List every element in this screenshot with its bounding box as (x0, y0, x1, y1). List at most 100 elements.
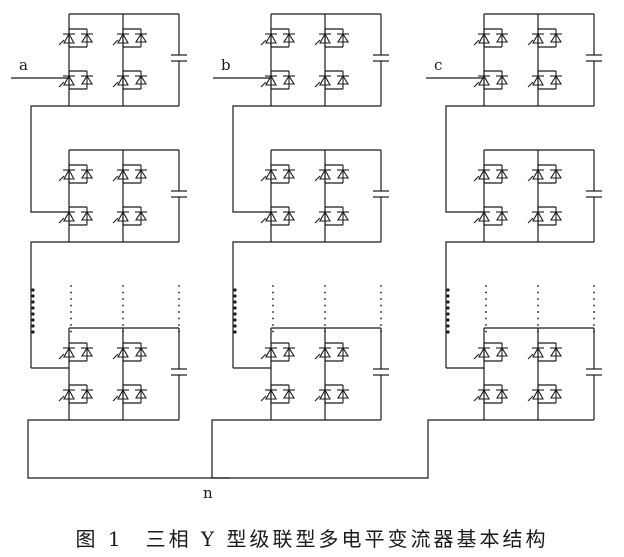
ellipsis-dot (380, 330, 382, 333)
ellipsis-dot (485, 324, 487, 326)
ellipsis-dot (233, 330, 237, 334)
ellipsis-dot (446, 324, 450, 328)
ellipsis-dot (537, 317, 539, 320)
igbt-switch (260, 206, 295, 226)
gate-line (260, 217, 267, 224)
ellipsis-dot (272, 298, 274, 300)
figure-title: 三相 Y 型级联型多电平变流器基本结构 (145, 527, 549, 551)
ellipsis-dot (380, 285, 382, 287)
ellipsis-dot (380, 324, 382, 326)
h-bridge-cell (473, 327, 602, 421)
igbt-switch (473, 70, 508, 90)
igbt-switch (314, 164, 349, 184)
ellipsis-dot (537, 291, 539, 294)
figure-number: 图 1 (75, 527, 124, 551)
ellipsis-dot (537, 304, 539, 307)
cell-link-wire (30, 241, 69, 368)
ellipsis-dot (122, 317, 124, 320)
transistor-symbol (478, 74, 490, 86)
gate-line (58, 353, 65, 360)
cell-link-wire (445, 241, 484, 368)
ellipsis-dot (446, 288, 450, 292)
ellipsis-dot (70, 324, 72, 326)
neutral-wire (211, 419, 271, 478)
gate-line (58, 39, 65, 46)
transistor-symbol (478, 32, 490, 44)
diode-symbol (135, 210, 147, 221)
gate-line (314, 175, 321, 182)
gate-line (527, 395, 534, 402)
diode-symbol (283, 32, 295, 43)
ellipsis-dot (70, 285, 72, 287)
ellipsis-dot (233, 288, 237, 292)
dc-capacitor (373, 54, 389, 62)
ellipsis-dot (537, 298, 539, 300)
ellipsis-dot (446, 300, 450, 304)
igbt-switch (112, 342, 147, 362)
transistor-symbol (319, 388, 331, 400)
igbt-switch (314, 342, 349, 362)
transistor-symbol (478, 210, 490, 222)
dc-capacitor (373, 368, 389, 376)
gate-line (473, 395, 480, 402)
gate-line (527, 217, 534, 224)
diode-symbol (496, 74, 508, 85)
ellipsis-dot (178, 317, 180, 320)
diode-symbol (337, 168, 349, 179)
transistor-symbol (117, 168, 129, 180)
ellipsis-dot (70, 317, 72, 320)
diode-symbol (283, 168, 295, 179)
ellipsis-dot (233, 312, 237, 316)
igbt-switch (58, 164, 93, 184)
ellipsis-dot (446, 294, 450, 298)
ellipsis-dot (593, 324, 595, 326)
ellipsis-dot (272, 317, 274, 320)
transistor-symbol (63, 32, 75, 44)
ellipsis-dot (593, 285, 595, 287)
diode-symbol (496, 388, 508, 399)
neutral-wire (212, 419, 484, 479)
ellipsis-dot (122, 298, 124, 300)
transistor-symbol (532, 32, 544, 44)
ellipsis-dot (233, 294, 237, 298)
igbt-switch (473, 206, 508, 226)
igbt-switch (527, 70, 562, 90)
ellipsis-dot (31, 318, 35, 322)
ellipsis-dot (70, 304, 72, 307)
gate-line (473, 217, 480, 224)
dc-capacitor (586, 190, 602, 198)
ellipsis-dot (324, 317, 326, 320)
ellipsis-dot (70, 298, 72, 300)
igbt-switch (473, 164, 508, 184)
diode-symbol (550, 388, 562, 399)
ellipsis-dot (122, 291, 124, 294)
gate-line (314, 81, 321, 88)
gate-line (112, 353, 119, 360)
transistor-symbol (265, 388, 277, 400)
transistor-symbol (319, 210, 331, 222)
diode-symbol (550, 346, 562, 357)
gate-line (527, 81, 534, 88)
gate-line (112, 395, 119, 402)
ellipsis-dot (593, 291, 595, 294)
gate-line (58, 217, 65, 224)
ellipsis-dot (272, 311, 274, 313)
ellipsis-dot (233, 318, 237, 322)
igbt-switch (260, 164, 295, 184)
ellipsis-dot (272, 304, 274, 307)
ellipsis-dot (485, 330, 487, 333)
ellipsis-dot (593, 317, 595, 320)
diode-symbol (337, 74, 349, 85)
ellipsis-dot (485, 304, 487, 307)
gate-line (112, 81, 119, 88)
igbt-switch (58, 28, 93, 48)
ellipsis-dot (593, 304, 595, 307)
ellipsis-dot (324, 324, 326, 326)
diode-symbol (550, 168, 562, 179)
transistor-symbol (63, 74, 75, 86)
igbt-switch (473, 28, 508, 48)
transistor-symbol (478, 388, 490, 400)
cell-link-wire (232, 105, 271, 213)
gate-line (473, 81, 480, 88)
ellipsis-dot (593, 311, 595, 313)
